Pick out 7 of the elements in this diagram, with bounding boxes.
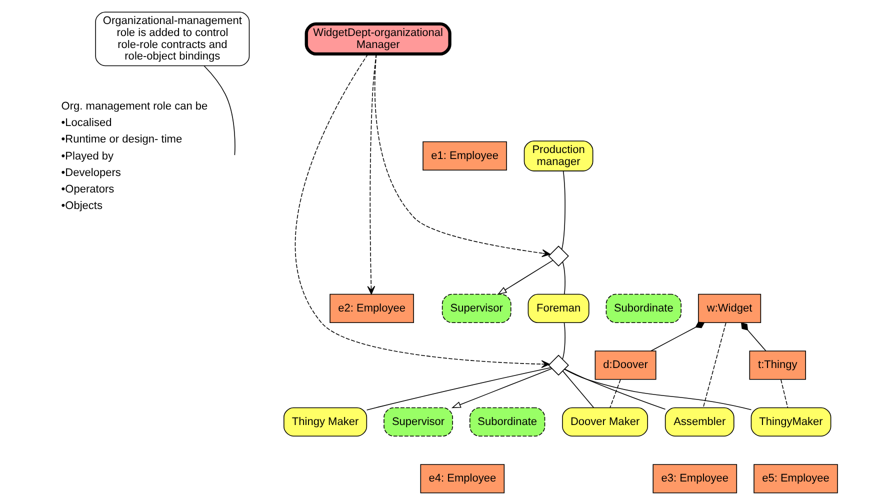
label: •Objects — [60, 199, 102, 212]
label: •Runtime or design- time — [60, 133, 182, 146]
label: •Played by — [60, 150, 114, 162]
label: Org. management role can be — [60, 100, 208, 112]
label: •Localised — [60, 116, 112, 129]
label: •Operators — [60, 182, 114, 195]
label: •Developers — [60, 166, 120, 178]
